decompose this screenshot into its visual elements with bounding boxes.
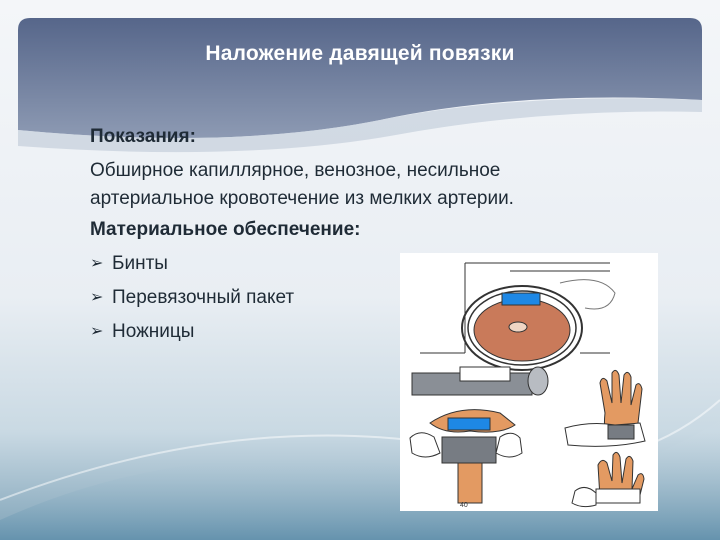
materials-item: ➢ Перевязочный пакет: [90, 281, 650, 315]
figure-page-number: 40: [460, 502, 468, 509]
indications-heading: Показания:: [90, 126, 196, 147]
indications-text: Обширное капиллярное, венозное, несильно…: [90, 157, 650, 213]
indications-text-line1: Обширное капиллярное, венозное, несильно…: [90, 160, 501, 181]
materials-item: ➢ Ножницы: [90, 315, 650, 349]
bandage-roll: [411, 366, 549, 396]
materials-item-label: Ножницы: [112, 321, 195, 342]
materials-item-label: Перевязочный пакет: [112, 287, 295, 308]
materials-heading: Материальное обеспечение:: [90, 219, 361, 240]
arrow-bullet-icon: ➢: [90, 323, 104, 340]
bandaged-wrist-top: [564, 422, 646, 447]
indications-text-line2: артериальное кровотечение из мелких арте…: [90, 188, 514, 209]
arrow-bullet-icon: ➢: [90, 289, 104, 306]
limb-cross-section: [420, 262, 616, 371]
hand-with-pad: [429, 409, 516, 433]
bandage-illustration: 40: [400, 253, 658, 511]
slide-content: Показания: Обширное капиллярное, венозно…: [90, 120, 650, 349]
materials-item: ➢ Бинты: [90, 247, 650, 281]
slide-title: Наложение давящей повязки: [205, 42, 515, 65]
bandaging-hands: [409, 432, 523, 504]
arrow-bullet-icon: ➢: [90, 255, 104, 272]
bandage-illustration-drawing: 40: [409, 262, 646, 509]
bandaged-wrist-bottom: [571, 451, 645, 508]
materials-item-label: Бинты: [112, 253, 168, 274]
